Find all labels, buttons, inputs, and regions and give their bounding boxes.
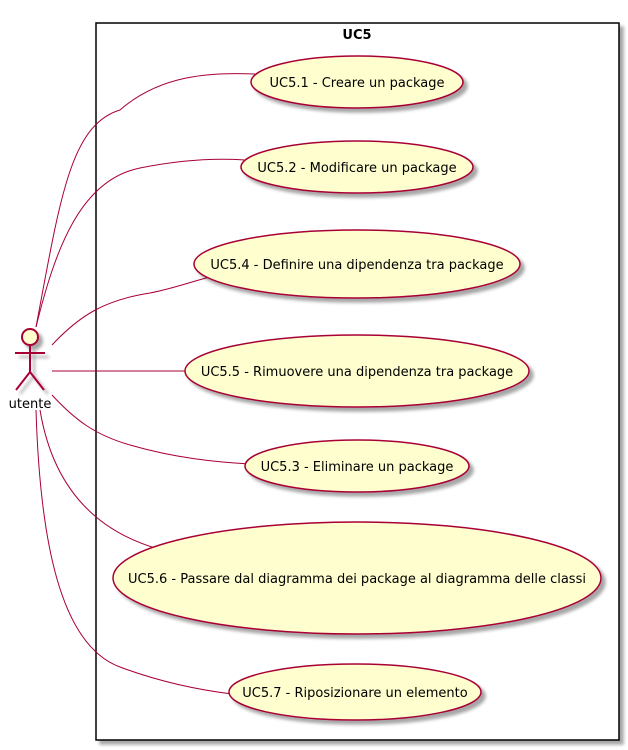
- association-uc5-6: [39, 409, 156, 549]
- association-uc5-3: [51, 394, 251, 465]
- associations: [35, 73, 256, 695]
- use-case-uc5-7[interactable]: UC5.7 - Riposizionare un elemento: [228, 663, 482, 721]
- use-case-label: UC5.3 - Eliminare un package: [261, 460, 454, 475]
- actor-label: utente: [9, 397, 52, 412]
- use-case-uc5-3[interactable]: UC5.3 - Eliminare un package: [244, 439, 470, 493]
- use-case-uc5-2[interactable]: UC5.2 - Modificare un package: [240, 140, 474, 194]
- use-case-uc5-6[interactable]: UC5.6 - Passare dal diagramma dei packag…: [112, 521, 602, 635]
- association-uc5-2: [35, 158, 246, 328]
- use-case-label: UC5.7 - Riposizionare un elemento: [242, 686, 467, 701]
- actor-utente[interactable]: utente: [9, 328, 52, 412]
- use-case-uc5-1[interactable]: UC5.1 - Creare un package: [250, 55, 464, 109]
- use-case-label: UC5.2 - Modificare un package: [257, 161, 456, 176]
- association-uc5-1: [35, 73, 256, 328]
- association-uc5-7: [35, 409, 233, 695]
- use-case-label: UC5.1 - Creare un package: [269, 76, 444, 91]
- stick-figure-icon: [15, 328, 45, 391]
- use-case-label: UC5.5 - Rimuovere una dipendenza tra pac…: [201, 365, 513, 380]
- system-boundary-title: UC5: [342, 28, 371, 43]
- use-case-label: UC5.4 - Definire una dipendenza tra pack…: [210, 258, 503, 273]
- association-uc5-4: [51, 276, 211, 346]
- use-case-label: UC5.6 - Passare dal diagramma dei packag…: [128, 572, 586, 587]
- use-case-uc5-5[interactable]: UC5.5 - Rimuovere una dipendenza tra pac…: [184, 334, 530, 408]
- use-case-uc5-4[interactable]: UC5.4 - Definire una dipendenza tra pack…: [193, 229, 521, 299]
